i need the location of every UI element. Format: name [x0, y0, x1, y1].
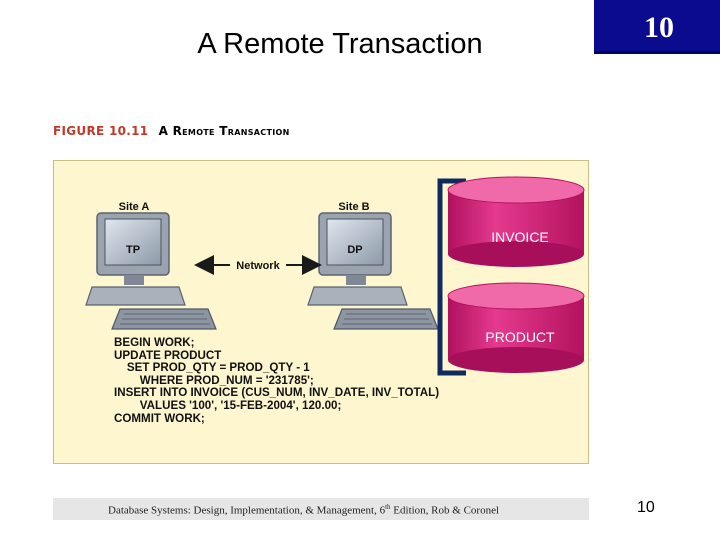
figure-panel: Site A Site B TP DP Network INVOICE PROD… — [53, 160, 589, 464]
site-a-computer — [85, 212, 217, 330]
chapter-number: 10 — [644, 11, 674, 44]
figure-diagram: Site A Site B TP DP Network INVOICE PROD… — [85, 176, 585, 376]
network-label: Network — [236, 260, 280, 272]
site-a-screen-label: TP — [126, 244, 140, 256]
sql-line: WHERE PROD_NUM = '231785'; — [114, 373, 314, 387]
invoice-label: INVOICE — [491, 229, 549, 245]
sql-line: BEGIN WORK; — [114, 336, 195, 349]
sql-line: INSERT INTO INVOICE (CUS_NUM, INV_DATE, … — [114, 386, 440, 400]
chapter-badge: 10 — [594, 0, 720, 54]
sql-line: VALUES '100', '15-FEB-2004', 120.00; — [114, 398, 342, 412]
sql-line: UPDATE PRODUCT — [114, 348, 222, 362]
site-b-computer — [307, 212, 439, 330]
site-b-screen-label: DP — [347, 244, 362, 256]
site-b-label: Site B — [338, 201, 369, 213]
footer-text: Database Systems: Design, Implementation… — [108, 504, 386, 517]
sql-line: COMMIT WORK; — [114, 411, 205, 425]
page-number: 10 — [637, 499, 655, 516]
database-bracket — [437, 178, 466, 376]
product-label: PRODUCT — [485, 329, 555, 345]
site-a-label: Site A — [119, 201, 150, 213]
product-cylinder — [447, 282, 585, 373]
figure-caption: FIGURE 10.11 A Remote Transaction — [53, 124, 290, 138]
footer-bar — [53, 498, 589, 520]
footer-text-end: Edition, Rob & Coronel — [390, 504, 500, 517]
sql-line: SET PROD_QTY = PROD_QTY - 1 — [114, 361, 310, 375]
slide-title: A Remote Transaction — [197, 28, 483, 60]
footer-citation: Database Systems: Design, Implementation… — [108, 503, 499, 517]
sql-transaction: BEGIN WORK; UPDATE PRODUCT SET PROD_QTY … — [114, 336, 440, 425]
figure-number: FIGURE 10.11 — [53, 124, 149, 138]
figure-title: A Remote Transaction — [158, 124, 290, 138]
invoice-cylinder — [447, 176, 585, 267]
footer-superscript: th — [385, 503, 391, 511]
